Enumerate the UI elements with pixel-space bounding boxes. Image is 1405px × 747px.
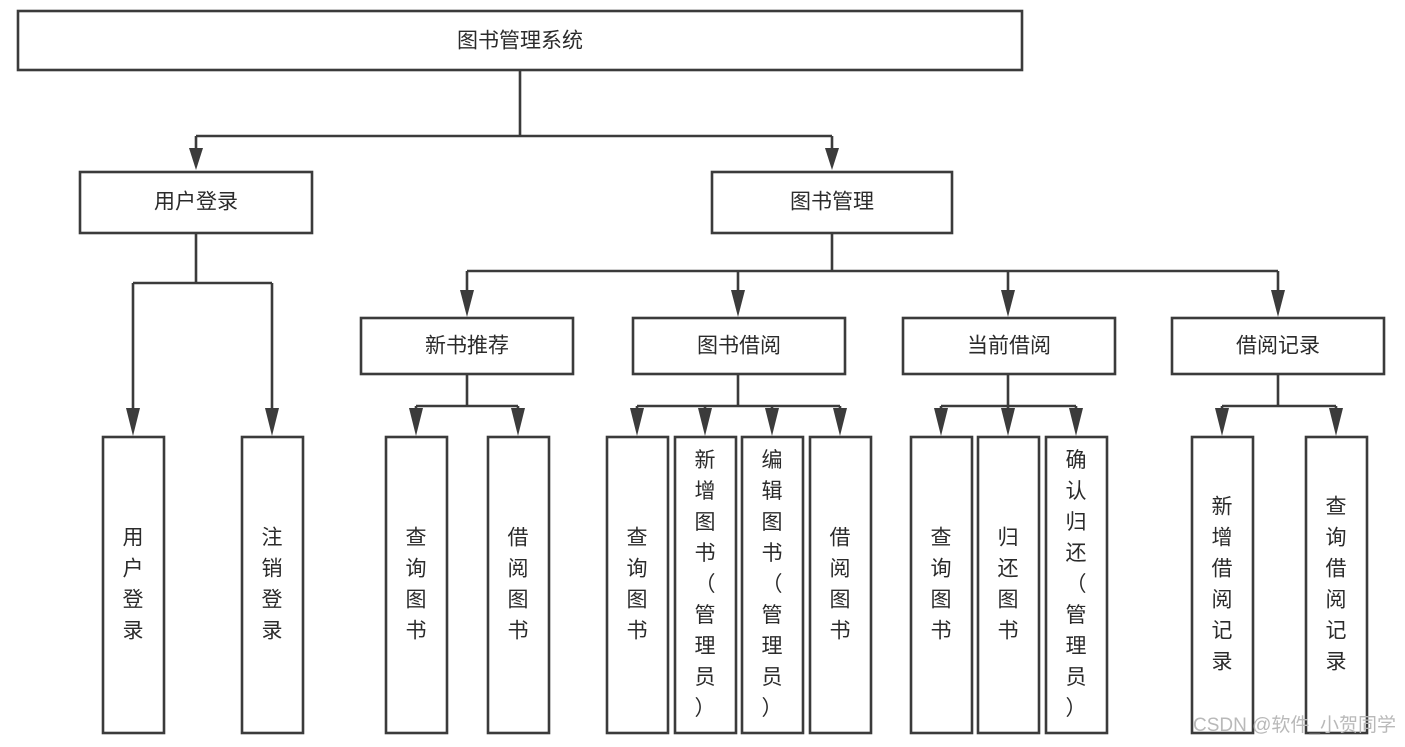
leaf-bw-add-box[interactable] bbox=[673, 435, 738, 735]
arrowhead-leaf-bw-3 bbox=[765, 408, 779, 436]
arrowhead-leaf-cr-3 bbox=[1069, 408, 1083, 436]
node-root-box[interactable] bbox=[16, 9, 1024, 72]
leaf-bw-edit-label: 编辑图书（管理员） bbox=[762, 449, 783, 720]
leaf-rc-add-box[interactable] bbox=[1190, 435, 1255, 735]
node-root-label: 图书管理系统 bbox=[457, 30, 583, 53]
node-current-borrow[interactable]: 当前借阅 bbox=[901, 316, 1117, 376]
watermark-label: CSDN @软件_小贺同学 bbox=[1193, 714, 1396, 736]
arrowhead-leaf-bw-1 bbox=[630, 408, 644, 436]
leaf-node[interactable]: 确认归还（管理员） bbox=[1044, 435, 1109, 735]
leaf-bw-add-label: 新增图书（管理员） bbox=[695, 449, 716, 720]
leaf-user-login-label: 用户登录 bbox=[123, 526, 144, 642]
arrowhead-leaf-user-2 bbox=[265, 408, 279, 436]
leaf-nb-borrow-label: 借阅图书 bbox=[508, 526, 529, 642]
arrowhead-leaf-user-1 bbox=[126, 408, 140, 436]
arrowhead-leaf-cr-2 bbox=[1001, 408, 1015, 436]
leaf-node[interactable]: 新增图书（管理员） bbox=[673, 435, 738, 735]
leaf-rc-query-label: 查询借阅记录 bbox=[1326, 495, 1347, 673]
arrowhead-to-current bbox=[1001, 290, 1015, 317]
leaf-node[interactable]: 归还图书 bbox=[976, 435, 1041, 735]
leaf-bw-query-label: 查询图书 bbox=[627, 526, 648, 642]
leaf-logout-label: 注销登录 bbox=[262, 526, 283, 642]
node-borrow-records[interactable]: 借阅记录 bbox=[1170, 316, 1386, 376]
node-new-book-recommend-box[interactable] bbox=[359, 316, 575, 376]
node-current-borrow-box[interactable] bbox=[901, 316, 1117, 376]
arrowhead-leaf-nb-1 bbox=[409, 408, 423, 436]
leaf-node[interactable]: 查询图书 bbox=[909, 435, 974, 735]
leaf-user-login-box[interactable] bbox=[101, 435, 166, 735]
leaf-node[interactable]: 借阅图书 bbox=[808, 435, 873, 735]
arrowhead-to-user-login bbox=[189, 148, 203, 170]
arrowhead-leaf-cr-1 bbox=[934, 408, 948, 436]
node-book-borrow-box[interactable] bbox=[631, 316, 847, 376]
leaf-nb-query-box[interactable] bbox=[384, 435, 449, 735]
node-book-manage[interactable]: 图书管理 bbox=[710, 170, 954, 235]
leaf-node[interactable]: 查询图书 bbox=[384, 435, 449, 735]
arrowhead-to-records bbox=[1271, 290, 1285, 317]
leaf-cr-confirm-label: 确认归还（管理员） bbox=[1066, 449, 1087, 720]
leaf-rc-query-box[interactable] bbox=[1304, 435, 1369, 735]
leaf-node[interactable]: 注销登录 bbox=[240, 435, 305, 735]
node-user-login[interactable]: 用户登录 bbox=[78, 170, 314, 235]
arrowhead-to-borrow bbox=[731, 290, 745, 317]
arrowhead-leaf-bw-2 bbox=[698, 408, 712, 436]
node-borrow-records-box[interactable] bbox=[1170, 316, 1386, 376]
node-book-borrow[interactable]: 图书借阅 bbox=[631, 316, 847, 376]
arrowhead-leaf-bw-4 bbox=[833, 408, 847, 436]
node-book-manage-label: 图书管理 bbox=[790, 191, 874, 214]
leaf-bw-edit-box[interactable] bbox=[740, 435, 805, 735]
arrowhead-to-new-books bbox=[460, 290, 474, 317]
leaf-logout-box[interactable] bbox=[240, 435, 305, 735]
leaf-cr-query-box[interactable] bbox=[909, 435, 974, 735]
leaf-bw-borrow-box[interactable] bbox=[808, 435, 873, 735]
leaf-bw-query-box[interactable] bbox=[605, 435, 670, 735]
node-user-login-box[interactable] bbox=[78, 170, 314, 235]
node-book-borrow-label: 图书借阅 bbox=[697, 335, 781, 358]
leaf-rc-add-label: 新增借阅记录 bbox=[1212, 495, 1233, 673]
node-current-borrow-label: 当前借阅 bbox=[967, 335, 1051, 358]
leaf-node[interactable]: 用户登录 bbox=[101, 435, 166, 735]
node-new-book-recommend[interactable]: 新书推荐 bbox=[359, 316, 575, 376]
leaf-node[interactable]: 新增借阅记录 bbox=[1190, 435, 1255, 735]
node-borrow-records-label: 借阅记录 bbox=[1236, 335, 1320, 358]
leaf-nb-borrow-box[interactable] bbox=[486, 435, 551, 735]
arrowhead-leaf-rc-1 bbox=[1215, 408, 1229, 436]
leaf-cr-return-label: 归还图书 bbox=[998, 526, 1019, 642]
leaf-cr-return-box[interactable] bbox=[976, 435, 1041, 735]
leaf-node[interactable]: 借阅图书 bbox=[486, 435, 551, 735]
arrowhead-to-book-manage bbox=[825, 148, 839, 170]
leaf-nb-query-label: 查询图书 bbox=[406, 526, 427, 642]
arrowhead-leaf-nb-2 bbox=[511, 408, 525, 436]
leaf-cr-confirm-box[interactable] bbox=[1044, 435, 1109, 735]
leaf-bw-borrow-label: 借阅图书 bbox=[830, 526, 851, 642]
leaf-node[interactable]: 查询借阅记录 bbox=[1304, 435, 1369, 735]
connector-layer bbox=[126, 70, 1343, 436]
leaf-node[interactable]: 编辑图书（管理员） bbox=[740, 435, 805, 735]
node-book-manage-box[interactable] bbox=[710, 170, 954, 235]
node-new-book-recommend-label: 新书推荐 bbox=[425, 335, 509, 358]
node-user-login-label: 用户登录 bbox=[154, 191, 238, 214]
leaf-cr-query-label: 查询图书 bbox=[931, 526, 952, 642]
node-root[interactable]: 图书管理系统 bbox=[16, 9, 1024, 72]
leaf-node[interactable]: 查询图书 bbox=[605, 435, 670, 735]
arrowhead-leaf-rc-2 bbox=[1329, 408, 1343, 436]
